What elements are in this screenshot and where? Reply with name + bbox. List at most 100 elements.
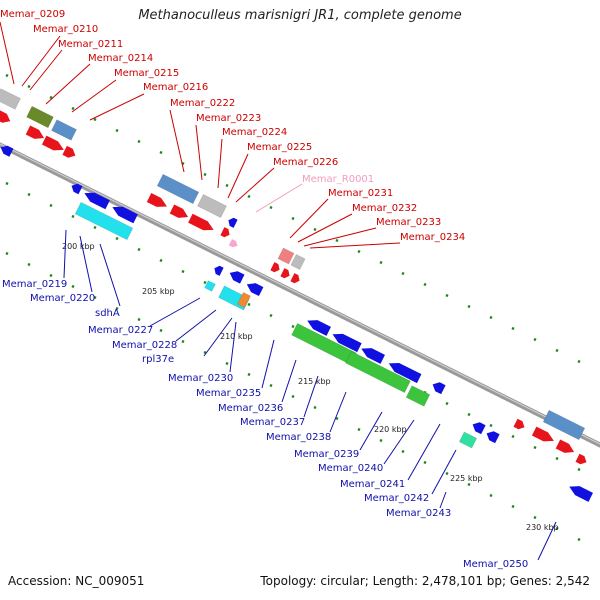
reverse-cds-arrow[interactable] — [70, 182, 83, 195]
cog-box[interactable] — [0, 88, 21, 110]
reverse-gene-label[interactable]: Memar_0227 — [88, 325, 153, 336]
reverse-gene-label[interactable]: Memar_0240 — [318, 463, 383, 474]
forward-cds-arrow[interactable] — [0, 110, 12, 125]
forward-gene-label[interactable]: Memar_0224 — [222, 127, 287, 138]
reverse-cds-arrow[interactable] — [110, 203, 138, 224]
cog-box[interactable] — [74, 201, 134, 241]
forward-gene-label[interactable]: Memar_0223 — [196, 113, 261, 124]
forward-cds-arrow[interactable] — [270, 262, 281, 274]
forward-cds-arrow[interactable] — [555, 439, 577, 457]
reverse-gene-label[interactable]: Memar_0219 — [2, 279, 67, 290]
forward-gene-label[interactable]: Memar_0211 — [58, 39, 123, 50]
genome-backbone-highlight — [0, 143, 600, 445]
cog-box[interactable] — [345, 351, 411, 393]
scale-tick-row-tick — [269, 383, 273, 388]
forward-cds-arrow[interactable] — [41, 135, 66, 155]
forward-gene-label[interactable]: Memar_0216 — [143, 82, 208, 93]
forward-gene-label[interactable]: Memar_0234 — [400, 232, 465, 243]
forward-cds-arrow[interactable] — [62, 145, 77, 160]
reverse-cds-arrow[interactable] — [245, 280, 264, 297]
forward-cds-arrow[interactable] — [290, 273, 301, 285]
reverse-cds-arrow[interactable] — [484, 429, 500, 444]
reverse-gene-label[interactable]: rpl37e — [142, 354, 174, 365]
reverse-cds-arrow[interactable] — [430, 380, 446, 395]
forward-gene-label[interactable]: Memar_R0001 — [302, 174, 374, 185]
forward-gene-label[interactable]: Memar_0226 — [273, 157, 338, 168]
reverse-label-leader — [281, 359, 297, 403]
outer-tick-row-tick — [489, 315, 493, 320]
forward-gene-label[interactable]: Memar_0209 — [0, 9, 65, 20]
cog-box[interactable] — [26, 105, 54, 129]
forward-label-leader — [255, 183, 303, 213]
reverse-gene-label[interactable]: Memar_0239 — [294, 449, 359, 460]
cog-box[interactable] — [197, 193, 227, 219]
outer-tick-row-tick — [379, 260, 383, 265]
reverse-cds-arrow[interactable] — [226, 216, 238, 228]
cog-box[interactable] — [237, 291, 251, 309]
cog-box[interactable] — [156, 173, 200, 205]
cog-box[interactable] — [542, 409, 586, 441]
outer-tick-row-tick — [445, 293, 449, 298]
forward-gene-label[interactable]: Memar_0214 — [88, 53, 153, 64]
reverse-gene-label[interactable]: Memar_0230 — [168, 373, 233, 384]
reverse-label-leader — [439, 491, 447, 509]
topology-text: Topology: circular; Length: 2,478,101 bp… — [260, 574, 590, 588]
reverse-cds-arrow[interactable] — [470, 420, 486, 435]
reverse-cds-arrow[interactable] — [305, 316, 331, 336]
cog-box[interactable] — [405, 385, 431, 407]
scale-tick-row-tick — [577, 537, 581, 542]
reverse-cds-arrow[interactable] — [330, 330, 362, 353]
reverse-cds-arrow[interactable] — [387, 359, 422, 384]
reverse-cds-arrow[interactable] — [0, 143, 14, 157]
forward-cds-arrow[interactable] — [146, 193, 169, 211]
reverse-gene-label[interactable]: Memar_0241 — [340, 479, 405, 490]
forward-cds-arrow[interactable] — [220, 227, 231, 239]
cog-box[interactable] — [51, 119, 77, 141]
reverse-gene-label[interactable]: Memar_0243 — [386, 508, 451, 519]
scale-tick-row-tick — [5, 251, 9, 256]
forward-gene-label[interactable]: Memar_0232 — [352, 203, 417, 214]
reverse-gene-label[interactable]: Memar_0220 — [30, 293, 95, 304]
cog-box[interactable] — [458, 431, 478, 449]
forward-cds-arrow[interactable] — [575, 453, 589, 467]
forward-cds-arrow[interactable] — [169, 204, 191, 222]
forward-gene-label[interactable]: Memar_0222 — [170, 98, 235, 109]
reverse-gene-label[interactable]: Memar_0250 — [463, 559, 528, 570]
rna-arrow[interactable] — [228, 239, 239, 249]
reverse-gene-label[interactable]: sdhA — [95, 308, 120, 319]
reverse-gene-label[interactable]: Memar_0242 — [364, 493, 429, 504]
reverse-cds-arrow[interactable] — [212, 264, 224, 276]
reverse-gene-label[interactable]: Memar_0235 — [196, 388, 261, 399]
forward-gene-label[interactable]: Memar_0233 — [376, 217, 441, 228]
scale-tick-row-tick — [511, 504, 515, 509]
reverse-label-leader — [149, 297, 201, 327]
forward-gene-label[interactable]: Memar_0210 — [33, 24, 98, 35]
inner-tick-row-tick — [577, 467, 581, 472]
forward-cds-arrow[interactable] — [25, 125, 47, 143]
scale-tick-row-tick — [247, 372, 251, 377]
reverse-gene-label[interactable]: Memar_0228 — [112, 340, 177, 351]
forward-cds-arrow[interactable] — [531, 426, 556, 446]
reverse-gene-label[interactable]: Memar_0237 — [240, 417, 305, 428]
forward-gene-label[interactable]: Memar_0225 — [247, 142, 312, 153]
forward-gene-label[interactable]: Memar_0231 — [328, 188, 393, 199]
cog-box[interactable] — [290, 253, 306, 271]
reverse-cds-arrow[interactable] — [359, 344, 385, 364]
reverse-cds-arrow[interactable] — [228, 268, 245, 284]
outer-tick-row-tick — [577, 359, 581, 364]
reverse-cds-arrow[interactable] — [82, 189, 110, 210]
forward-cds-arrow[interactable] — [188, 213, 216, 235]
forward-cds-arrow[interactable] — [513, 418, 527, 432]
inner-tick-row-tick — [27, 192, 31, 197]
cog-box[interactable] — [277, 247, 295, 265]
reverse-cds-arrow[interactable] — [567, 482, 593, 502]
inner-tick-row-tick — [49, 203, 53, 208]
reverse-gene-label[interactable]: Memar_0238 — [266, 432, 331, 443]
scale-tick-row-tick — [115, 306, 119, 311]
reverse-gene-label[interactable]: Memar_0236 — [218, 403, 283, 414]
forward-gene-label[interactable]: Memar_0215 — [114, 68, 179, 79]
cog-box[interactable] — [204, 280, 216, 292]
outer-tick-row-tick — [27, 84, 31, 89]
forward-cds-arrow[interactable] — [280, 268, 291, 280]
outer-tick-row-tick — [247, 194, 251, 199]
